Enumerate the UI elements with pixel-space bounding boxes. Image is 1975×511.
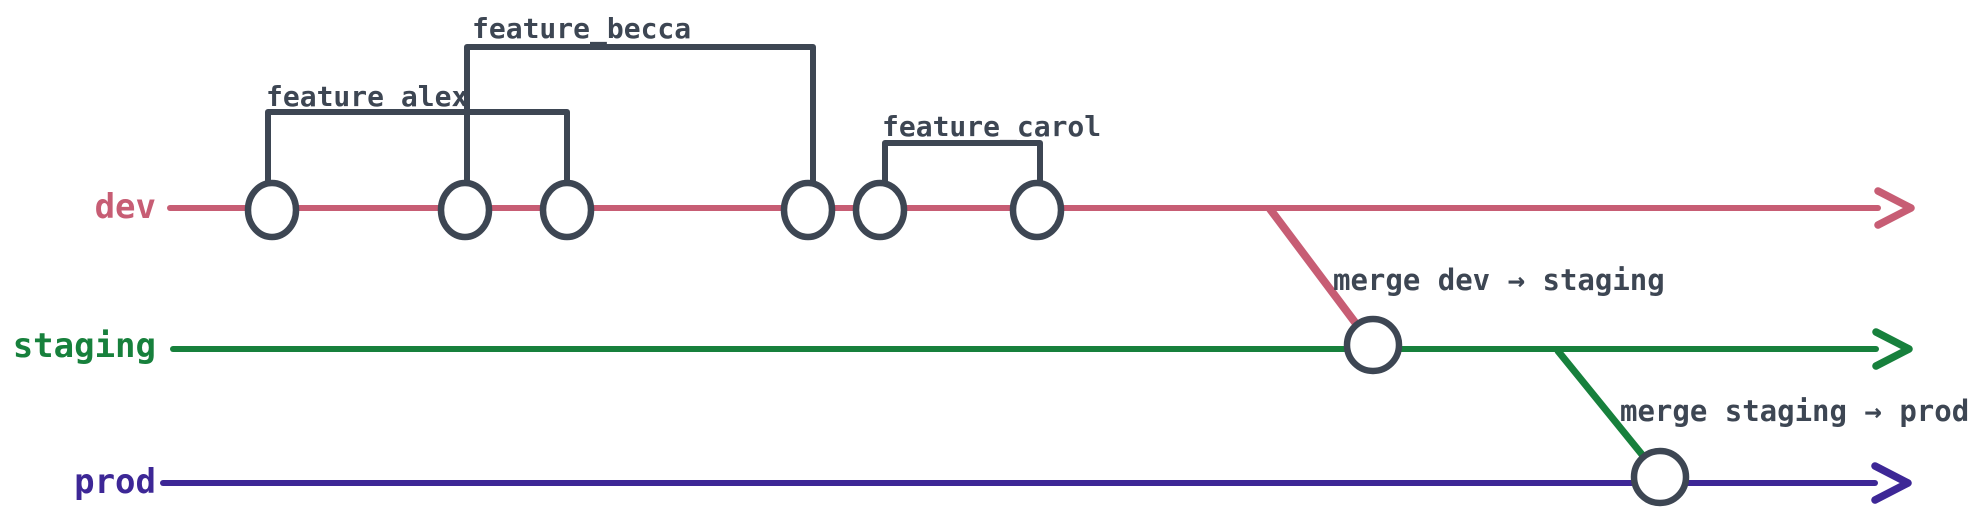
dev-commit-node-2	[437, 179, 493, 241]
prod-arrowhead-icon	[1871, 462, 1912, 504]
merge-dev-staging-line	[1266, 205, 1361, 329]
branch-label-prod: prod	[74, 462, 156, 502]
feature-alex-label: feature_alex	[266, 80, 468, 113]
dev-commit-node-5	[852, 179, 908, 241]
prod-merge-commit-node	[1630, 447, 1690, 507]
merge-staging-prod-line	[1554, 347, 1648, 461]
feature-carol-bracket	[882, 140, 1043, 190]
merge-dev-staging-label: merge dev → staging	[1333, 263, 1665, 297]
dev-commit-node-6	[1009, 179, 1065, 241]
branch-label-staging: staging	[13, 326, 156, 366]
dev-commit-node-4	[780, 179, 836, 241]
staging-arrowhead-icon	[1872, 328, 1913, 370]
dev-commit-node-1	[244, 179, 300, 241]
merge-staging-prod-label: merge staging → prod	[1620, 394, 1969, 428]
feature-becca-label: feature_becca	[472, 12, 691, 45]
staging-merge-commit-node	[1343, 315, 1403, 375]
dev-commit-node-3	[539, 179, 595, 241]
feature-alex-bracket	[265, 109, 570, 188]
feature-carol-label: feature_carol	[882, 110, 1101, 143]
feature-becca-bracket	[464, 44, 816, 188]
dev-arrowhead-icon	[1874, 187, 1915, 229]
branch-label-dev: dev	[95, 187, 156, 227]
